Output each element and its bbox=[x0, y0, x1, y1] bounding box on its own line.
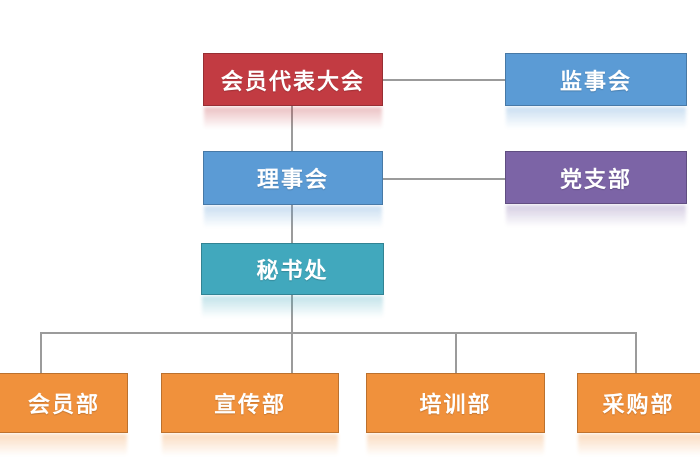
org-node-party-branch-label: 党支部 bbox=[559, 166, 632, 192]
connector-drop-training bbox=[455, 332, 457, 373]
org-node-training-dept: 培训部 bbox=[366, 373, 545, 433]
connector-secretariat-stem bbox=[291, 295, 293, 373]
org-node-council-label: 理事会 bbox=[256, 167, 329, 192]
connector-council-secretariat bbox=[291, 205, 293, 243]
connector-assembly-supervisory bbox=[383, 79, 505, 81]
org-node-training-dept-label: 培训部 bbox=[419, 392, 492, 417]
org-node-procurement-dept: 采购部 bbox=[577, 373, 700, 433]
org-node-secretariat: 秘书处 bbox=[201, 243, 384, 295]
connector-rail bbox=[40, 332, 635, 334]
org-node-member-assembly-label: 会员代表大会 bbox=[220, 68, 365, 94]
org-node-procurement-dept-label: 采购部 bbox=[602, 392, 675, 417]
connector-council-party bbox=[383, 178, 505, 180]
org-node-secretariat-label: 秘书处 bbox=[256, 258, 329, 283]
org-node-membership-dept: 会员部 bbox=[0, 373, 128, 433]
org-node-publicity-dept-label: 宣传部 bbox=[213, 392, 286, 417]
org-node-party-branch: 党支部 bbox=[505, 151, 687, 204]
connector-drop-procurement bbox=[635, 332, 637, 373]
connector-drop-membership bbox=[40, 332, 42, 373]
org-node-member-assembly: 会员代表大会 bbox=[203, 53, 383, 106]
org-node-council: 理事会 bbox=[203, 151, 383, 205]
org-node-publicity-dept: 宣传部 bbox=[161, 373, 339, 433]
org-node-membership-dept-label: 会员部 bbox=[27, 392, 100, 417]
org-node-supervisory-board-label: 监事会 bbox=[559, 68, 632, 94]
org-node-supervisory-board: 监事会 bbox=[505, 53, 687, 106]
connector-assembly-council bbox=[291, 106, 293, 151]
